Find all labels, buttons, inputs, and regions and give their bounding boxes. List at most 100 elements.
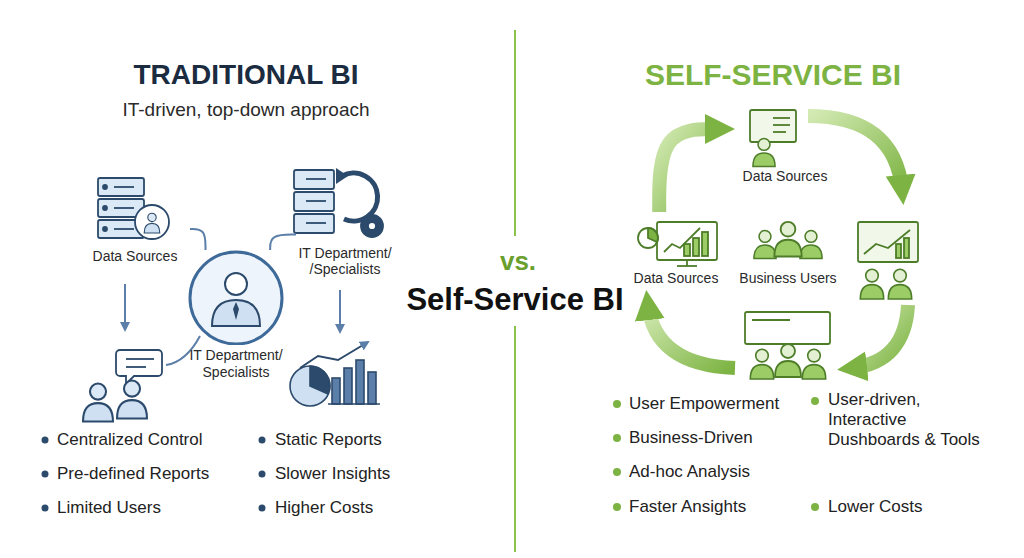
bullet-dot — [613, 468, 621, 476]
report-chart-icon — [368, 372, 376, 404]
side-heading: TRADITIONAL BI — [96, 58, 396, 92]
report-chart-icon — [290, 342, 380, 406]
user-icon — [754, 230, 776, 258]
bullet-text: Static Reports — [275, 430, 475, 450]
bullet-dot — [42, 437, 49, 444]
report-chart-icon — [290, 366, 330, 406]
it-server-icon — [306, 222, 326, 224]
team-screen-icon — [745, 312, 830, 344]
server-icon — [135, 205, 169, 239]
bullet-text: Business-Driven — [629, 428, 809, 448]
team-screen-icon — [745, 312, 830, 344]
bullet-dot — [613, 400, 621, 408]
divider-line — [514, 326, 516, 552]
flow-arrow — [339, 290, 341, 332]
data-source-node: Data Sources — [620, 212, 732, 287]
speech-bubble — [116, 350, 162, 384]
board-icon — [773, 124, 790, 126]
bullet-text: User-driven, Interactive Dushboards & To… — [828, 390, 993, 450]
data-source-node: Data Sources — [720, 105, 850, 185]
dashboard-icon — [896, 244, 901, 258]
monitor-icon — [702, 232, 708, 256]
server-icon — [103, 185, 107, 189]
bullet-dot — [811, 503, 819, 511]
bullet-dot — [42, 505, 49, 512]
specialist-icon — [212, 273, 260, 326]
node-label: Business Users — [735, 270, 841, 287]
node-label: Data Sources — [720, 168, 850, 185]
bullet-dot — [259, 471, 266, 478]
cycle-arrow — [648, 305, 735, 368]
it-server-node: IT Department/ /Specialists — [296, 165, 394, 277]
server-icon — [114, 186, 134, 188]
report-chart-icon — [356, 360, 364, 404]
server-icon — [98, 178, 144, 196]
server-icon — [98, 178, 169, 239]
monitor-icon — [693, 238, 699, 256]
node-label: Data Sources — [80, 248, 190, 265]
report-chart-icon — [328, 403, 380, 405]
team-screen-icon — [752, 319, 790, 321]
subtitle: IT-driven, top-down approach — [96, 99, 396, 122]
node-label: IT Department/ /Specialists — [296, 245, 394, 277]
it-server-icon — [361, 215, 383, 237]
specialist-circle: IT Department/ Specialists — [175, 250, 297, 381]
bullet-dot — [259, 437, 266, 444]
center-heading: Self-Service BI — [385, 281, 645, 318]
server-icon — [103, 206, 107, 210]
speech-bubble — [116, 350, 162, 384]
board-icon — [750, 110, 796, 142]
user-icon — [750, 349, 773, 379]
bullet-dot — [42, 471, 49, 478]
monitor-icon — [657, 222, 717, 260]
cycle-arrow — [659, 129, 720, 212]
bullet-dot — [613, 397, 819, 511]
dashboard-icon — [858, 222, 918, 262]
data-source-node: Data Sources — [80, 170, 190, 265]
divider-line — [514, 30, 516, 236]
node-label: Data Sources — [620, 270, 732, 287]
flow-arrow — [124, 284, 126, 330]
bullet-text: Centralized Control — [57, 430, 257, 450]
bullet-text: Limited Users — [57, 498, 257, 518]
bullet-dot — [613, 503, 621, 511]
board-icon — [773, 117, 790, 119]
business-users-node: Business Users — [735, 198, 841, 287]
dashboard-icon — [904, 238, 909, 258]
it-server-icon — [342, 173, 378, 221]
user-icon — [775, 344, 801, 377]
speech-bubble — [126, 366, 146, 368]
report-chart-icon — [332, 378, 340, 404]
side-heading: SELF-SERVICE BI — [623, 57, 923, 93]
cycle-arrow — [852, 305, 908, 368]
monitor-icon — [638, 228, 658, 248]
dashboard-icon — [864, 230, 910, 254]
user-icon — [117, 381, 147, 419]
circle-fill — [191, 253, 281, 343]
report-chart-icon — [300, 342, 368, 368]
board-icon — [773, 131, 786, 133]
server-icon — [103, 227, 107, 231]
user-icon — [800, 230, 822, 258]
report-chart-icon — [344, 368, 352, 404]
speech-bubble — [126, 358, 154, 360]
bullet-dot — [613, 434, 621, 442]
bullet-text: Lower Costs — [828, 497, 993, 517]
it-server-icon — [294, 168, 383, 237]
node-label: IT Department/ Specialists — [175, 347, 297, 381]
bullet-dot — [811, 397, 819, 405]
bullet-text: Faster Ansights — [629, 497, 809, 517]
it-server-icon — [294, 192, 334, 211]
bullet-dot — [259, 505, 266, 512]
circle-outline — [175, 250, 285, 345]
it-server-icon — [294, 170, 334, 189]
person-icon — [144, 213, 160, 233]
bullet-text: Ad-hoc Analysis — [629, 462, 809, 482]
bullet-text: Slower Insights — [275, 464, 475, 484]
report-chart-icon — [310, 366, 330, 394]
bullet-text: Pre-defined Reports — [57, 464, 257, 484]
connector-line — [190, 229, 206, 250]
it-server-icon — [336, 168, 348, 184]
